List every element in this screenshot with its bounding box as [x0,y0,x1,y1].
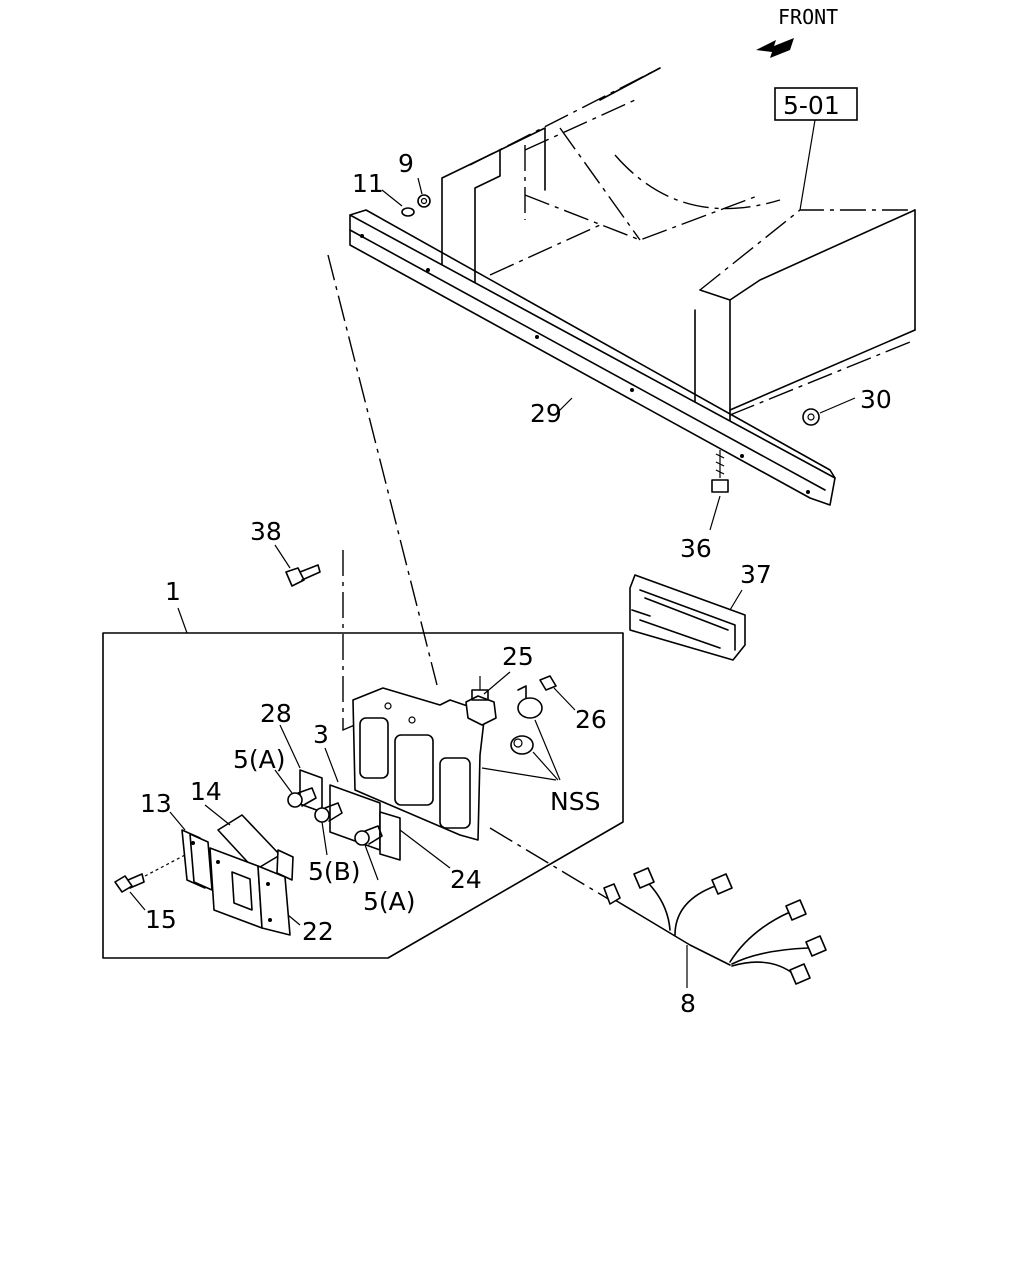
callout-22: 22 [302,917,334,946]
part-nss-cap-2 [510,735,534,755]
part-29-bracket [349,209,836,506]
part-22-bracket [209,847,301,936]
part-nss-cap-1 [517,685,543,719]
callout-28: 28 [260,699,292,728]
part-5a-pin-bottom [354,825,383,881]
callout-3: 3 [313,720,329,749]
callout-30: 30 [860,385,892,414]
nss-leader-1 [534,719,561,781]
callout-5a-top: 5(A) [233,745,286,774]
chassis-frame [441,67,916,436]
part-24-gasket [379,811,451,869]
part-38-bolt [274,544,321,587]
callout-9: 9 [398,149,414,178]
part-8-harness [603,867,827,988]
callout-5b: 5(B) [308,857,361,886]
part-25-sensor [465,671,511,726]
front-label: FRONT [778,5,838,29]
leader-line-8 [489,827,611,901]
callout-8: 8 [680,989,696,1018]
reference-box-label: 5-01 [783,91,840,120]
callout-36: 36 [680,534,712,563]
callout-25: 25 [502,642,534,671]
callout-14: 14 [190,777,222,806]
callout-5a-bottom: 5(A) [363,887,416,916]
part-5a-pin-top [274,769,317,808]
callout-24: 24 [450,865,482,894]
assembly-box [102,607,624,959]
callout-15: 15 [145,905,177,934]
callout-1: 1 [165,577,181,606]
front-arrow-icon [756,38,794,58]
part-main-plate [352,687,486,841]
part-30-nut [802,397,856,426]
part-13-plate [169,811,213,891]
nss-leader-2 [532,751,559,781]
callout-13: 13 [140,789,172,818]
part-9-nut [417,177,431,208]
part-37-housing [629,574,746,661]
callout-26: 26 [575,705,607,734]
nss-leader-3 [481,767,557,781]
callout-11: 11 [352,169,384,198]
reference-box: 5-01 [774,87,858,211]
callout-nss: NSS [550,787,600,816]
part-5b-pin [314,802,343,856]
part-15-screw [114,854,186,911]
leader-line-29 [327,254,438,686]
part-14-label [204,804,294,881]
part-26-screw [539,675,576,711]
callout-37: 37 [740,560,772,589]
callout-29: 29 [530,399,562,428]
callout-38: 38 [250,517,282,546]
part-36-bolt [709,450,729,531]
part-11-washer [381,189,415,217]
